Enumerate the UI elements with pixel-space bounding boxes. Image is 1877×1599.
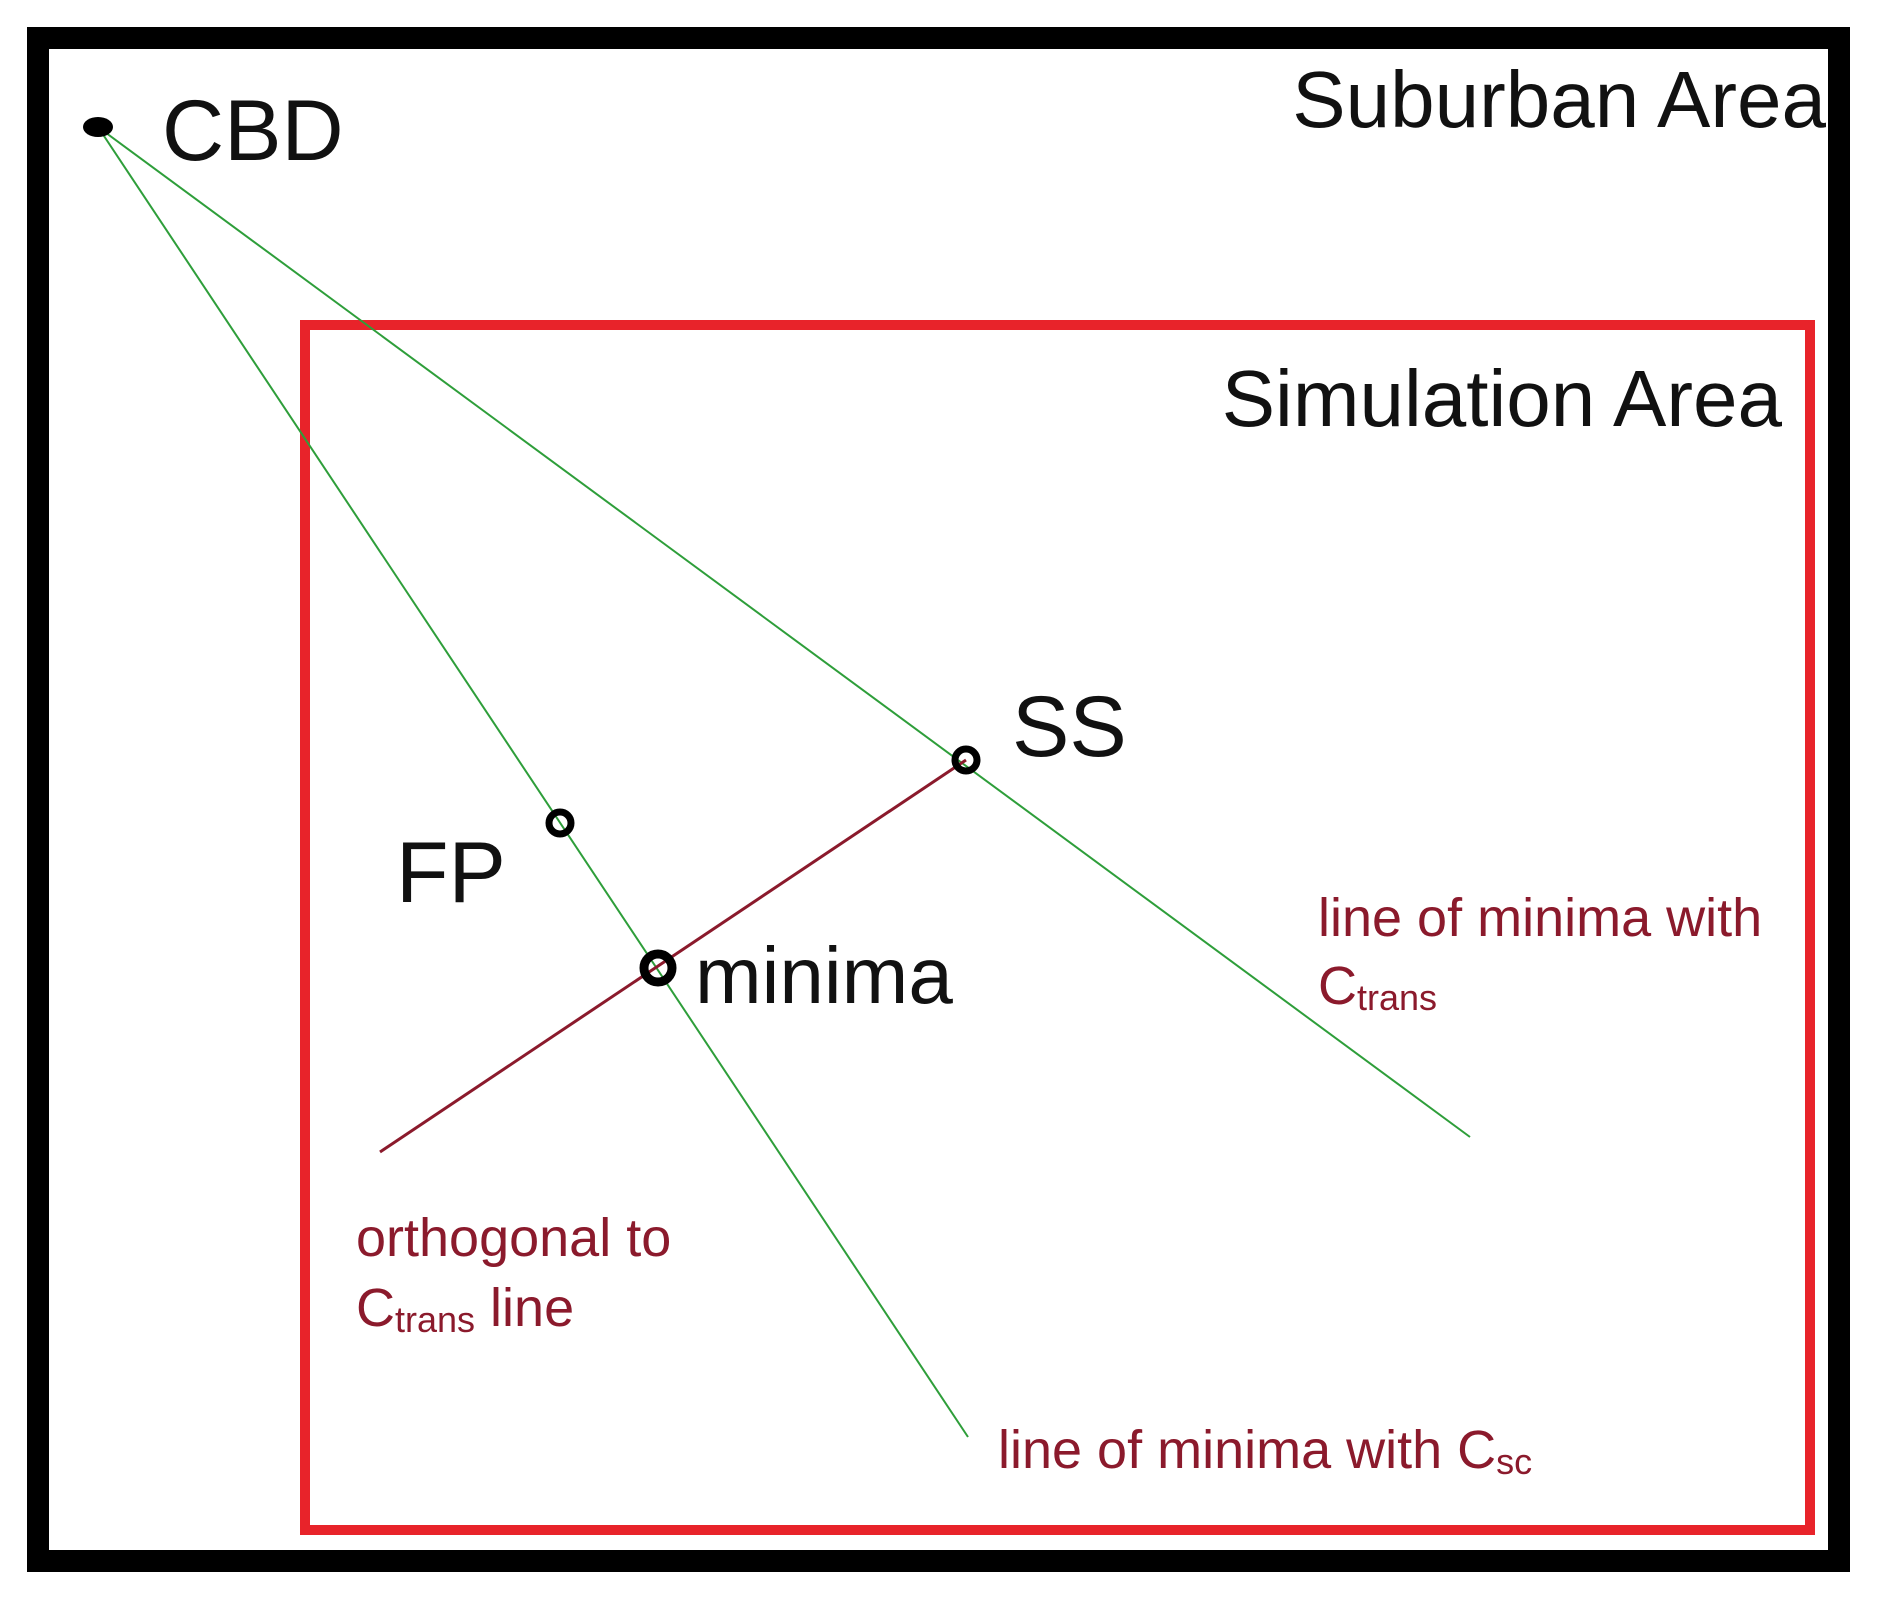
cbd-label: CBD bbox=[162, 83, 344, 179]
orthogonal-symbol: C bbox=[356, 1278, 395, 1338]
orthogonal-subscript: trans bbox=[395, 1299, 475, 1340]
simulation-area-border bbox=[300, 320, 1815, 1535]
suburban-area-label: Suburban Area bbox=[1292, 55, 1826, 144]
csc-line-annotation: line of minima with Csc bbox=[998, 1420, 1532, 1482]
ctrans-line-annotation-symbol: Ctrans bbox=[1318, 956, 1437, 1018]
ctrans-minima-line bbox=[97, 126, 1471, 1138]
orthogonal-line bbox=[379, 758, 967, 1154]
csc-subscript: sc bbox=[1496, 1441, 1532, 1482]
fp-point bbox=[545, 808, 575, 838]
cbd-point bbox=[83, 117, 113, 137]
ctrans-symbol: C bbox=[1318, 956, 1357, 1016]
minima-label: minima bbox=[695, 931, 953, 1020]
ctrans-subscript: trans bbox=[1357, 977, 1437, 1018]
orthogonal-annotation-symbol: Ctrans line bbox=[356, 1278, 574, 1340]
suburban-area-border bbox=[27, 27, 1850, 1572]
ctrans-line-annotation: line of minima with bbox=[1318, 888, 1762, 948]
minima-point bbox=[639, 949, 677, 987]
csc-prefix: line of minima with C bbox=[998, 1420, 1496, 1480]
csc-minima-line bbox=[97, 126, 969, 1438]
orthogonal-suffix: line bbox=[475, 1278, 574, 1338]
ss-point bbox=[951, 745, 981, 775]
ss-label: SS bbox=[1012, 679, 1127, 775]
fp-label: FP bbox=[396, 825, 506, 921]
simulation-area-label: Simulation Area bbox=[1222, 354, 1783, 443]
orthogonal-annotation: orthogonal to bbox=[356, 1208, 671, 1268]
